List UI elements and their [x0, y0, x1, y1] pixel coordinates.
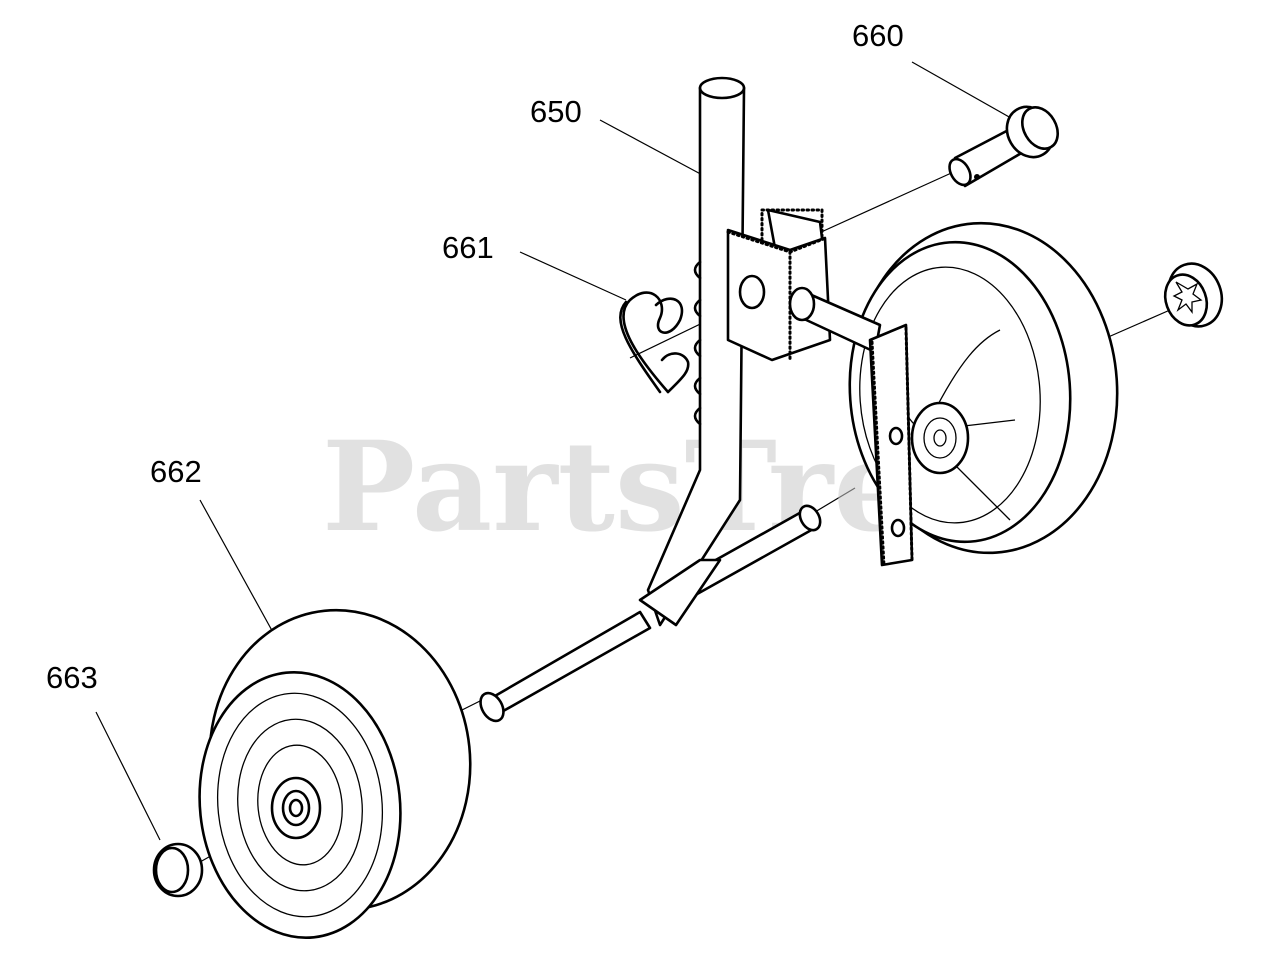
right-hub-cap [1163, 262, 1224, 328]
label-662: 662 [150, 454, 202, 489]
axle [479, 504, 822, 723]
label-660: 660 [852, 18, 904, 53]
leader-662 [199, 499, 276, 637]
hub-cap [152, 842, 204, 898]
right-wheel [848, 221, 1119, 555]
pin [948, 105, 1059, 188]
leader-660 [911, 61, 1019, 123]
wheel [198, 608, 472, 939]
leader-661 [519, 251, 627, 301]
label-661: 661 [442, 230, 494, 265]
leader-650 [599, 119, 709, 179]
support-leg [638, 76, 746, 627]
label-650: 650 [530, 94, 582, 129]
hairpin-clip [619, 291, 690, 394]
leader-663 [95, 711, 161, 841]
axis-right-axle [814, 487, 856, 513]
label-663: 663 [46, 660, 98, 695]
part-labels: 660 650 661 662 663 [46, 18, 904, 695]
bracket [726, 208, 914, 568]
